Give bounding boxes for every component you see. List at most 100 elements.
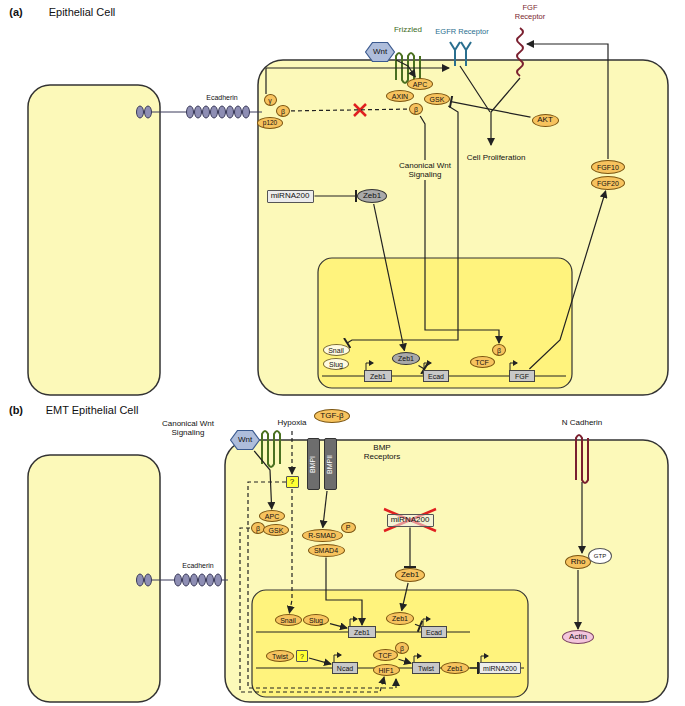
unknown-box: ? — [296, 650, 308, 662]
protein-oval: AXIN — [386, 90, 414, 102]
protein-oval: GSK — [263, 524, 289, 536]
protein-oval: Zeb1 — [357, 189, 387, 203]
protein-oval: Zeb1 — [395, 568, 425, 582]
node-text: Actin — [569, 633, 587, 641]
cadherin-bead — [183, 574, 190, 586]
cadherin-bead — [145, 574, 152, 586]
gene-box: Zeb1 — [348, 626, 376, 638]
node-text: GTP — [594, 553, 606, 559]
promoter-arrow — [424, 363, 431, 370]
arrow-connector — [396, 60, 415, 77]
panel-title: Epithelial Cell — [49, 6, 116, 19]
cadherin-bead — [207, 574, 214, 586]
mirna-box: miRNA200 — [387, 514, 434, 527]
pathway-label: Canonical Wnt Signaling — [154, 419, 222, 437]
receptor-label: Frizzled — [394, 25, 422, 34]
protein-oval: β — [492, 344, 506, 356]
gene-box: Ncad — [332, 662, 358, 674]
inhibition-connector — [409, 528, 410, 568]
promoter-arrow — [510, 363, 517, 370]
cadherin-bead — [187, 106, 194, 118]
arrow-connector — [309, 658, 331, 664]
protein-oval: FGF20 — [591, 176, 625, 190]
node-text: β — [497, 347, 501, 354]
node-text: BMPI — [310, 455, 317, 472]
node-text: HIF1 — [378, 667, 393, 674]
arrow-connector — [291, 109, 408, 111]
node-text: Ncad — [337, 665, 353, 672]
node-text: γ — [268, 97, 272, 104]
cadherin-bead — [227, 106, 234, 118]
node-text: Zeb1 — [447, 665, 463, 672]
cadherin — [140, 112, 262, 580]
protein-oval: p120 — [257, 117, 283, 129]
node-text: GSK — [430, 96, 445, 103]
node-text: Zeb1 — [398, 355, 414, 362]
stimulus-label: Hypoxia — [278, 418, 307, 427]
fgf-receptor — [517, 28, 523, 76]
signal-arrow — [248, 44, 608, 688]
nucleus — [252, 258, 572, 697]
cadherin-bead — [137, 574, 144, 586]
protein-oval: AKT — [532, 114, 559, 127]
node-text: AKT — [537, 116, 553, 124]
cadherin-bead — [195, 106, 202, 118]
node-text: Twist — [418, 665, 434, 672]
panel-title: EMT Epithelial Cell — [46, 404, 139, 417]
signal-arrow — [527, 44, 608, 159]
signal-arrow — [266, 68, 449, 94]
edge-label: Canonical Wnt Signaling — [394, 160, 456, 180]
arrow-connector — [374, 204, 405, 351]
panel-label: (a) — [9, 6, 22, 19]
node-text: Zeb1 — [392, 615, 408, 622]
node-text: miRNA200 — [391, 516, 430, 524]
node-text: Wnt — [373, 48, 387, 56]
receptor-bar: BMPII — [324, 438, 337, 490]
unknown-box: ? — [286, 476, 299, 488]
node-text: Snail — [328, 347, 344, 354]
node-text: p120 — [263, 120, 277, 127]
receptor-label: BMP Receptors — [360, 443, 404, 461]
inhibition-connector — [419, 366, 425, 370]
node-text: Snail — [280, 617, 296, 624]
gene-box: Ecad — [423, 370, 449, 382]
inhibition-connector — [451, 102, 531, 118]
arrow-connector — [529, 191, 605, 369]
cadherin — [137, 106, 263, 586]
gene-box: Zeb1 — [364, 370, 392, 382]
mirna-box: miRNA200 — [267, 190, 314, 203]
cadherin-bead — [145, 106, 152, 118]
promoter-arrow — [423, 619, 430, 626]
protein-oval: TGF-β — [314, 409, 350, 423]
n-cadherin — [576, 435, 588, 483]
node-text: ? — [290, 478, 294, 486]
inhibition-connector — [347, 106, 458, 343]
protein-oval: Zeb1 — [392, 352, 420, 365]
gtp-circle: GTP — [588, 548, 612, 564]
cell — [258, 60, 668, 395]
node-text: β — [256, 525, 260, 532]
hexagon-outline — [231, 431, 260, 450]
node-text: APC — [265, 513, 279, 520]
cadherin-label: Ecadherin — [206, 94, 238, 102]
node-text: R-SMAD — [308, 532, 336, 539]
node-text: FGF20 — [597, 180, 619, 187]
node-text: TGF-β — [320, 412, 343, 420]
node-text: BMPII — [327, 454, 334, 473]
cell — [28, 85, 160, 395]
node-text: miRNA200 — [271, 192, 310, 200]
arrow-connector — [326, 558, 362, 626]
cadherin-label: Ecadherin — [182, 562, 214, 570]
gene-box: Ecad — [421, 626, 447, 638]
node-text: ? — [300, 653, 304, 660]
promoter-arrow — [334, 655, 341, 662]
node-text: Slug — [309, 617, 323, 624]
cadherin-bead — [235, 106, 242, 118]
arrow-connector — [330, 624, 347, 628]
node-text: FGF10 — [597, 164, 619, 171]
mirna-box: miRNA200 — [479, 662, 521, 674]
receptor-label: EGFR Receptor — [435, 28, 488, 37]
receptor-label: N Cadherin — [562, 418, 602, 427]
node-text: β — [400, 645, 404, 652]
inhibition-connector — [415, 624, 420, 626]
